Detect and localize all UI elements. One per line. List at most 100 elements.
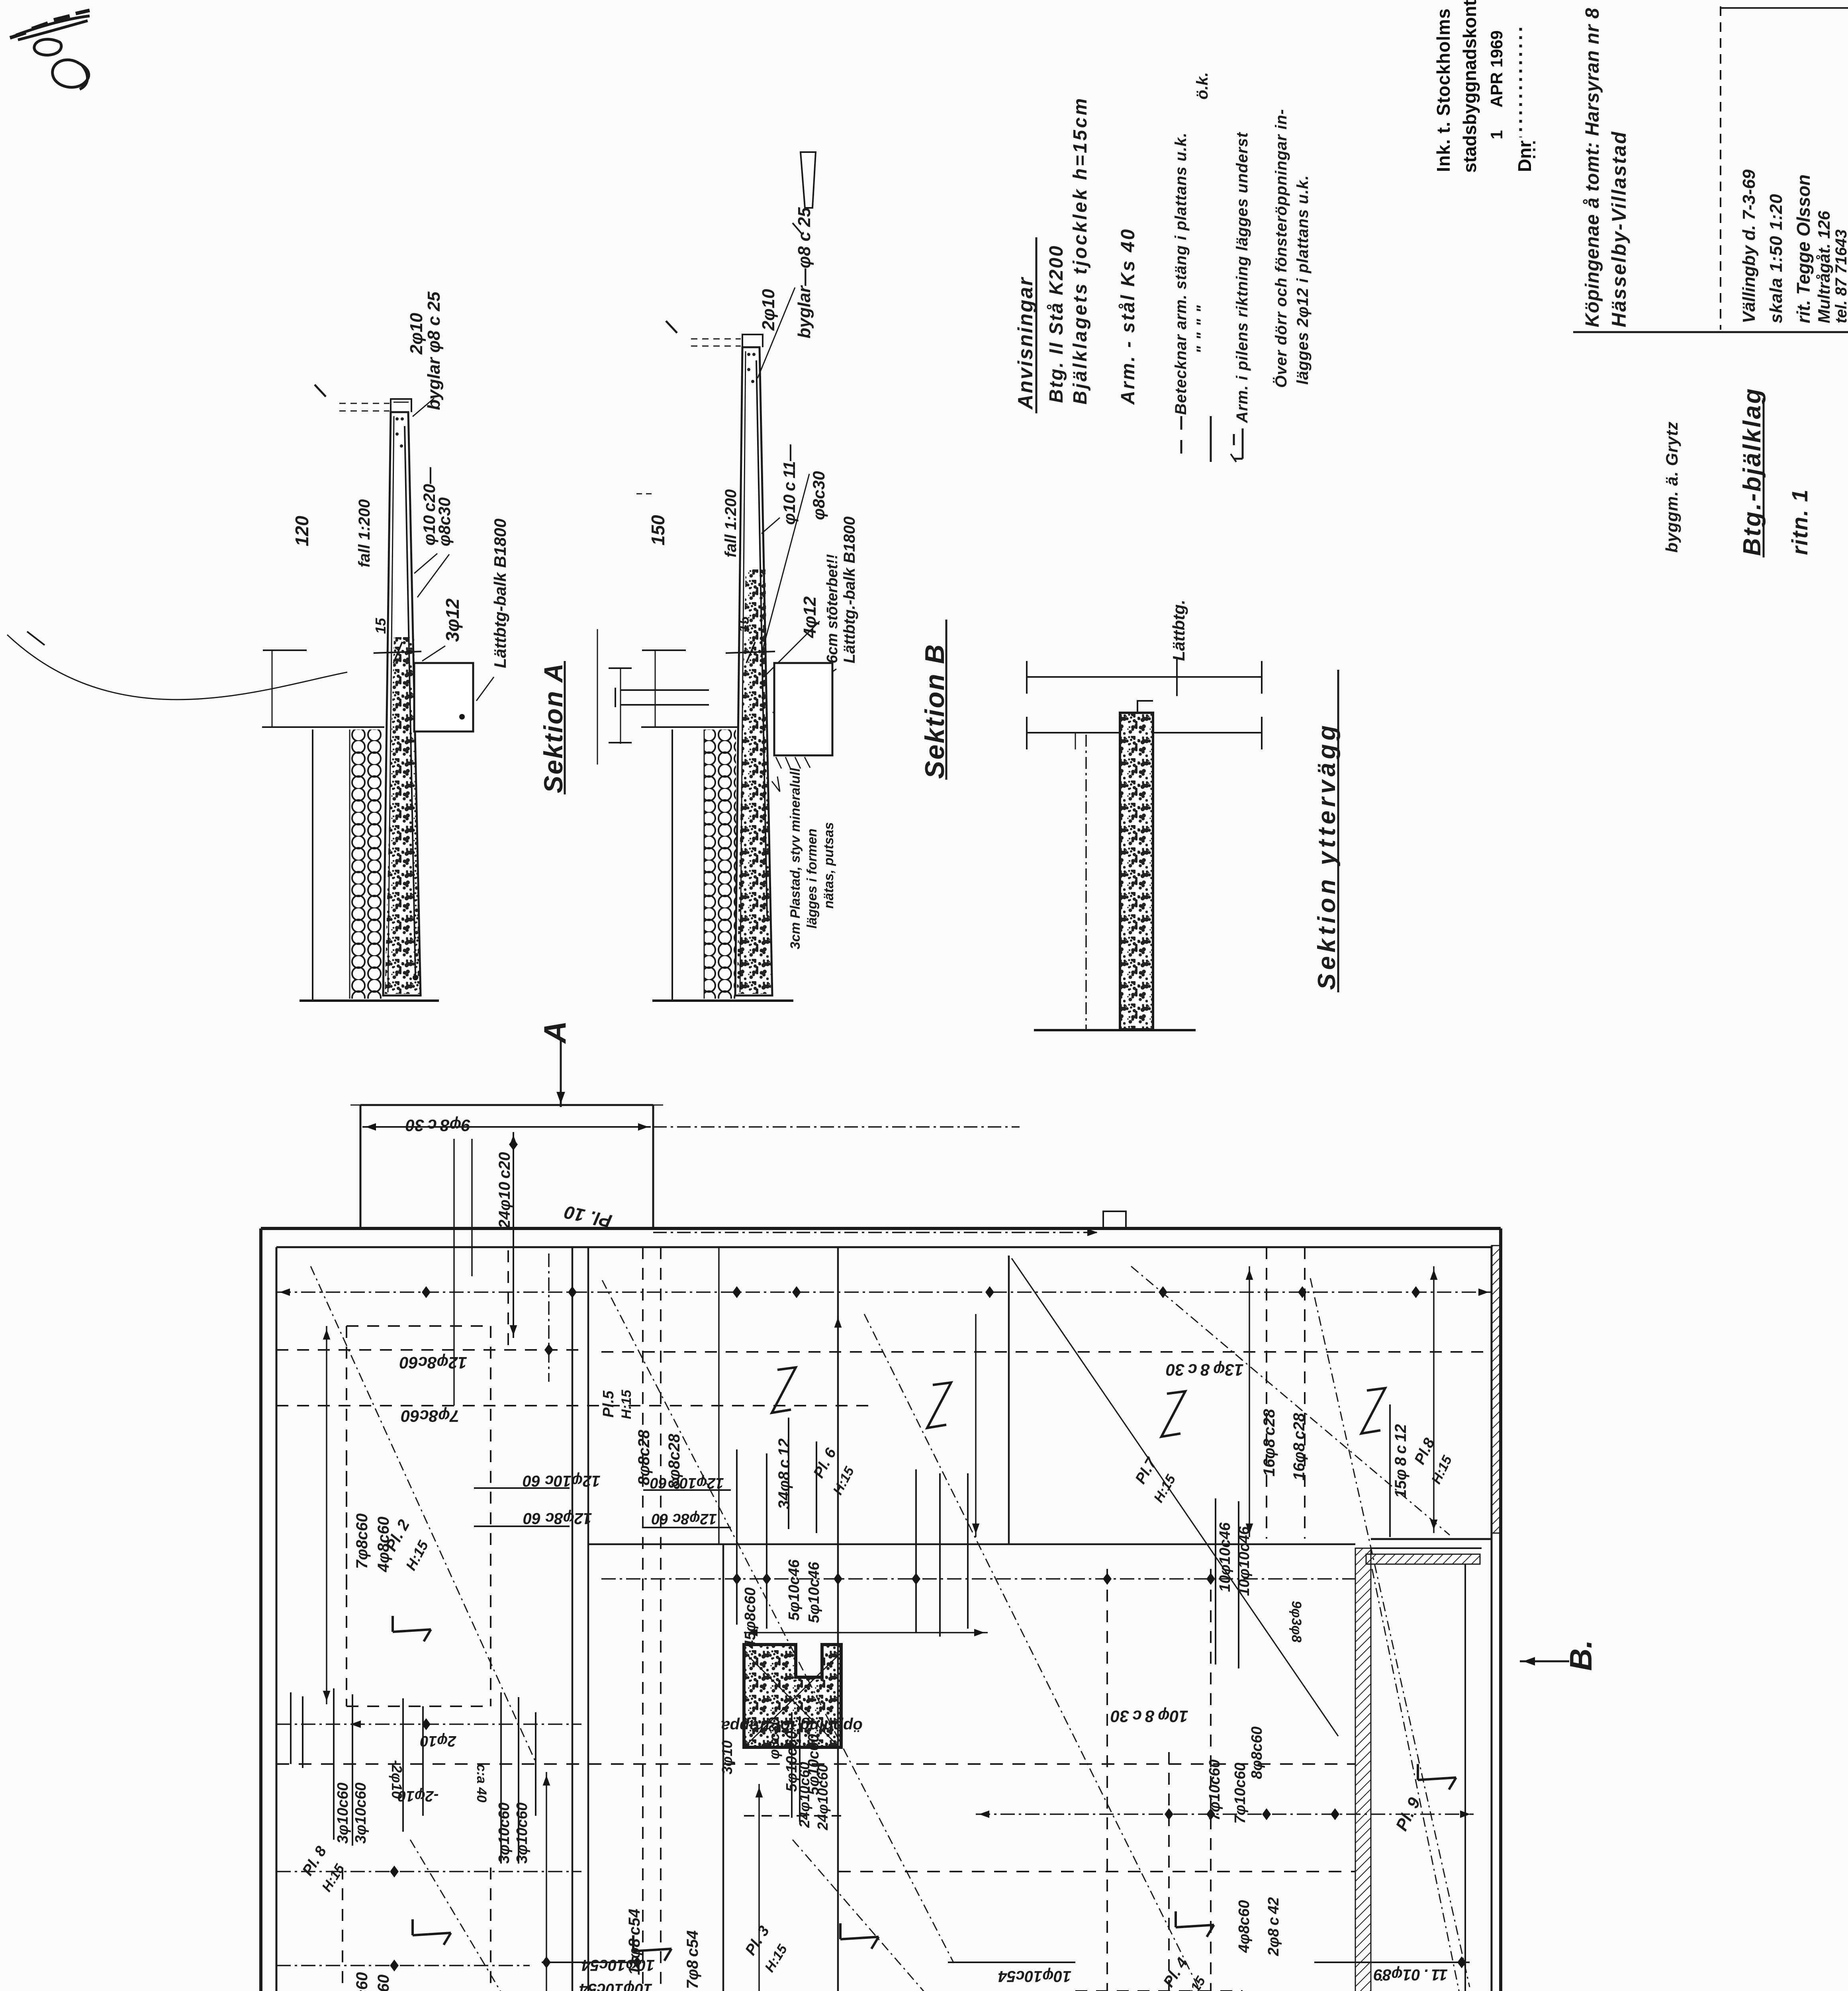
svg-text:10φ10c46: 10φ10c46 xyxy=(1236,1526,1253,1596)
svg-text:4φ8c60: 4φ8c60 xyxy=(375,1975,392,1991)
svg-text:Arm. i pilens riktning lägges: Arm. i pilens riktning lägges underst xyxy=(1233,132,1251,423)
svg-text:Multrågåt. 126: Multrågåt. 126 xyxy=(1815,211,1833,323)
svg-text:15φ 8 c 12: 15φ 8 c 12 xyxy=(1392,1424,1409,1498)
svg-text:12φ8c 60: 12φ8c 60 xyxy=(523,1510,592,1527)
svg-text:15: 15 xyxy=(372,618,389,634)
svg-text:45φ8c60: 45φ8c60 xyxy=(742,1587,759,1649)
svg-text:A: A xyxy=(537,1021,572,1044)
svg-text:Hässelby-Villastad: Hässelby-Villastad xyxy=(1608,131,1630,327)
svg-text:Köpingenae å tomt: Harsyran nr: Köpingenae å tomt: Harsyran nr 8 xyxy=(1582,8,1603,327)
svg-text:Sektion A: Sektion A xyxy=(538,662,568,793)
svg-text:34φ8 c 12: 34φ8 c 12 xyxy=(775,1438,793,1509)
svg-text:150: 150 xyxy=(648,515,668,546)
svg-text:8φ8c28: 8φ8c28 xyxy=(666,1434,683,1489)
svg-text:Pl.5: Pl.5 xyxy=(600,1391,617,1418)
svg-text:6cm stö̇terbet!!: 6cm stö̇terbet!! xyxy=(824,554,841,664)
svg-text:" " " ": " " " " xyxy=(1194,305,1211,354)
svg-text:3φ10c60: 3φ10c60 xyxy=(335,1782,351,1844)
svg-text:7φ8c60: 7φ8c60 xyxy=(401,1407,459,1426)
svg-text:16φ8 c28: 16φ8 c28 xyxy=(1261,1409,1278,1477)
svg-text:4φ8c60: 4φ8c60 xyxy=(375,1517,392,1572)
svg-text:skala 1:50 1:20: skala 1:50 1:20 xyxy=(1766,194,1786,323)
svg-text:Ink. t. Stockholms: Ink. t. Stockholms xyxy=(1433,8,1454,172)
svg-text:24φ10 c20: 24φ10 c20 xyxy=(496,1152,513,1229)
svg-text:-2φ10: -2φ10 xyxy=(398,1788,439,1804)
svg-text:12φ10c 60: 12φ10c 60 xyxy=(523,1472,601,1490)
svg-text:2φ10: 2φ10 xyxy=(407,313,426,355)
svg-text:2φ10: 2φ10 xyxy=(759,289,778,331)
svg-text:1: 1 xyxy=(1487,130,1506,139)
svg-text:Arm. - stål Ks 40: Arm. - stål Ks 40 xyxy=(1118,228,1139,405)
svg-text:byggm. ä. Grytz: byggm. ä. Grytz xyxy=(1662,421,1681,553)
svg-text:120: 120 xyxy=(292,516,312,546)
svg-text:Betecknar arm. stäng i plattan: Betecknar arm. stäng i plattans u.k. xyxy=(1172,132,1190,415)
svg-text:byglar φ8 c 25: byglar φ8 c 25 xyxy=(424,291,444,410)
svg-text:B.: B. xyxy=(1563,1640,1598,1671)
svg-text:φ10 c20—: φ10 c20— xyxy=(420,467,439,546)
svg-text:10φ10c54: 10φ10c54 xyxy=(998,1968,1071,1985)
svg-text:9φ8 c 30: 9φ8 c 30 xyxy=(405,1116,470,1135)
svg-text:24φ10c60: 24φ10c60 xyxy=(796,1762,812,1828)
svg-text:3φ10c60: 3φ10c60 xyxy=(496,1802,513,1864)
svg-text:5φ10c60: 5φ10c60 xyxy=(805,1734,822,1795)
svg-text:10φ 8 c 30: 10φ 8 c 30 xyxy=(1111,1707,1188,1726)
svg-text:3φ10c60: 3φ10c60 xyxy=(352,1782,369,1844)
svg-text:lägges i formen: lägges i formen xyxy=(805,829,820,929)
svg-text:rit. Tegge Olsson: rit. Tegge Olsson xyxy=(1793,174,1814,323)
svg-text:13φ 8 c 30: 13φ 8 c 30 xyxy=(1166,1361,1244,1379)
svg-text:-2φ10: -2φ10 xyxy=(389,1760,405,1799)
svg-text:12φ8c 60: 12φ8c 60 xyxy=(652,1510,717,1527)
svg-text:11φ8 c54: 11φ8 c54 xyxy=(626,1909,643,1975)
svg-text:ö.k.: ö.k. xyxy=(1194,72,1211,100)
svg-text:φ10 c 11—: φ10 c 11— xyxy=(780,444,799,525)
svg-text:lägges 2φ12 i plattans u.k.: lägges 2φ12 i plattans u.k. xyxy=(1294,175,1312,385)
svg-text:3φ12: 3φ12 xyxy=(442,598,463,642)
svg-text:ritn. 1: ritn. 1 xyxy=(1787,489,1812,555)
svg-text:12φ8c60: 12φ8c60 xyxy=(399,1353,467,1372)
svg-text:φ8c30: φ8c30 xyxy=(809,471,828,520)
svg-text:3cm Plastad, styv mineralull: 3cm Plastad, styv mineralull xyxy=(788,767,803,949)
svg-text:byglar—φ8 c 25: byglar—φ8 c 25 xyxy=(795,207,814,338)
svg-text:Bjälklagets tjocklek h=15cm: Bjälklagets tjocklek h=15cm xyxy=(1070,96,1091,405)
svg-text:APR 1969: APR 1969 xyxy=(1487,30,1506,108)
svg-text:10φ10c54: 10φ10c54 xyxy=(581,1956,655,1974)
svg-text:5φ10c46: 5φ10c46 xyxy=(786,1559,803,1621)
svg-text:2φ10: 2φ10 xyxy=(420,1733,456,1749)
svg-text:4φ12: 4φ12 xyxy=(800,596,820,638)
svg-text:Lättbtg.-balk B1800: Lättbtg.-balk B1800 xyxy=(841,516,858,663)
svg-text:7φ8c60: 7φ8c60 xyxy=(353,1514,371,1569)
svg-text:Över dörr och fönsteröppningar: Över dörr och fönsteröppningar in- xyxy=(1272,109,1290,388)
svg-text:8φ8c60: 8φ8c60 xyxy=(1249,1727,1265,1779)
svg-text:7φ10c60: 7φ10c60 xyxy=(1232,1762,1249,1824)
svg-text:3φ10c60: 3φ10c60 xyxy=(514,1802,531,1864)
svg-text:Btg. II Stå K200: Btg. II Stå K200 xyxy=(1046,245,1067,403)
svg-text:3φ10: 3φ10 xyxy=(719,1741,735,1774)
svg-text:9φ3φ8: 9φ3φ8 xyxy=(1289,1601,1304,1643)
svg-text:7φ8c60: 7φ8c60 xyxy=(353,1972,371,1991)
svg-text:fall 1:200: fall 1:200 xyxy=(356,499,373,567)
svg-text:24φ10c60: 24φ10c60 xyxy=(814,1764,831,1831)
svg-text:tel. 87 71643: tel. 87 71643 xyxy=(1832,229,1848,323)
svg-text:Sektion B: Sektion B xyxy=(920,643,950,779)
svg-text:c:a 40: c:a 40 xyxy=(474,1764,489,1802)
svg-text:4φ8c60: 4φ8c60 xyxy=(1236,1900,1253,1953)
svg-text:Vällingby d. 7-3-69: Vällingby d. 7-3-69 xyxy=(1739,169,1759,323)
svg-text:7φ8 c54: 7φ8 c54 xyxy=(684,1930,701,1989)
svg-text:φ8c30: φ8c30 xyxy=(435,497,454,546)
svg-text:7φ10c60: 7φ10c60 xyxy=(1206,1759,1223,1821)
svg-text:Btg.-bjälklag: Btg.-bjälklag xyxy=(1738,387,1766,556)
svg-text:stadsbyggnadskontor: stadsbyggnadskontor xyxy=(1459,0,1480,173)
svg-text:5φ10c60: 5φ10c60 xyxy=(783,1731,800,1792)
svg-text:Lättbtg.: Lättbtg. xyxy=(1169,600,1188,661)
svg-text:Lättbtg-balk B1800: Lättbtg-balk B1800 xyxy=(491,518,509,668)
svg-text:fall 1:200: fall 1:200 xyxy=(722,489,740,557)
svg-text:Sektion yttervägg: Sektion yttervägg xyxy=(1313,722,1341,990)
svg-text:11 . 01φ8̇9: 11 . 01φ8̇9 xyxy=(1373,1966,1448,1983)
svg-text:φ8c30: φ8c30 xyxy=(766,1717,782,1759)
svg-text:8φ8c28: 8φ8c28 xyxy=(635,1430,653,1485)
svg-text:12φ10c 60: 12φ10c 60 xyxy=(650,1475,724,1491)
svg-text:15: 15 xyxy=(736,616,752,632)
svg-text:Dnr: Dnr xyxy=(1514,141,1535,172)
svg-text:2φ8 c 42: 2φ8 c 42 xyxy=(1265,1897,1282,1956)
svg-text:16φ8 c28: 16φ8 c28 xyxy=(1290,1413,1308,1481)
